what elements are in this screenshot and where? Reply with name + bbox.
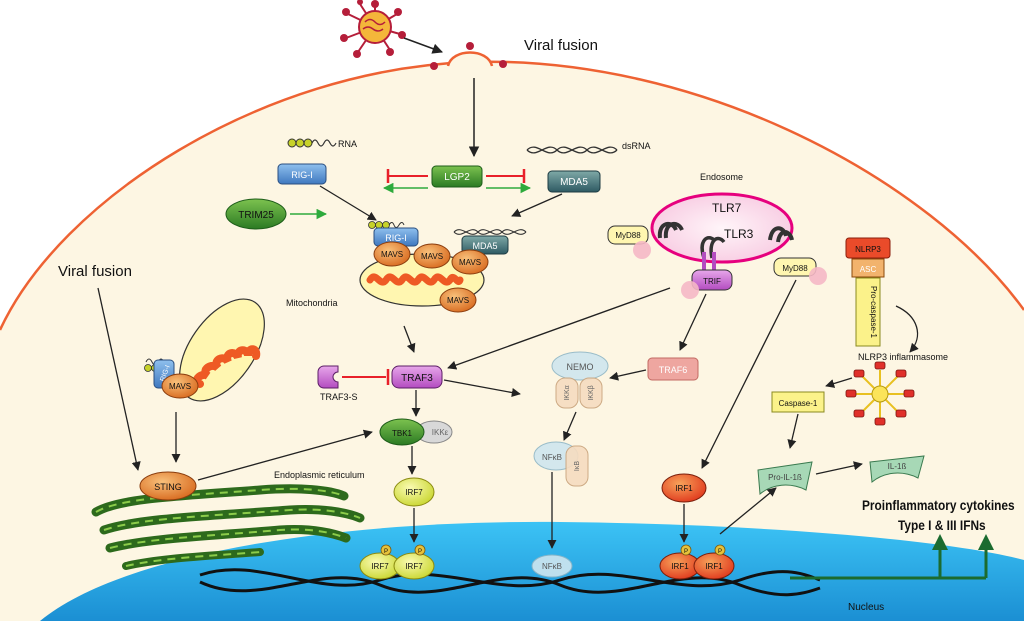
mavs-left-label: MAVS xyxy=(169,382,191,391)
traf3s-label: TRAF3-S xyxy=(320,392,358,402)
traf3s-shape xyxy=(317,365,339,389)
tlr3-label: TLR3 xyxy=(724,227,754,241)
irf7-nuclear-label-1: IRF7 xyxy=(371,562,389,571)
nemo-label: NEMO xyxy=(567,362,594,372)
dsrna-icon xyxy=(526,146,618,154)
lgp2-box xyxy=(431,165,483,188)
ikka-box xyxy=(555,377,579,409)
nlrp3-label: NLRP3 xyxy=(855,245,881,254)
mitochondrion-left xyxy=(179,298,265,402)
nfkb-nuclear-protein xyxy=(531,554,573,578)
myd88-box-right xyxy=(773,257,817,277)
trif-box xyxy=(691,269,733,291)
traf6-label: TRAF6 xyxy=(659,365,688,375)
viral-fusion-top-label: Viral fusion xyxy=(524,37,598,54)
nemo-protein xyxy=(551,351,609,381)
mda5-label: MDA5 xyxy=(560,177,588,188)
ikke-label: IKKε xyxy=(432,428,449,437)
rig-i-box xyxy=(277,163,327,185)
mavs-label-3: MAVS xyxy=(459,258,481,267)
il1b-label: IL-1ß xyxy=(888,462,907,471)
phospho-label-3: P xyxy=(684,549,688,555)
nucleus: Nucleus xyxy=(40,521,1024,621)
mda5-box xyxy=(547,170,601,193)
il1b-shape xyxy=(869,455,925,483)
sting-label: STING xyxy=(154,482,182,492)
myd88-box-left xyxy=(607,225,649,245)
nlrp3-inflammasome-icon xyxy=(845,361,915,426)
inflammasome-label: NLRP3 inflammasome xyxy=(858,352,948,362)
caspase1-label: Caspase-1 xyxy=(779,399,818,408)
pro-il1b-shape xyxy=(757,461,813,495)
irf7-label: IRF7 xyxy=(405,488,423,497)
phospho-label-4: P xyxy=(718,549,722,555)
irf1-protein xyxy=(661,473,707,503)
sting-protein xyxy=(139,471,197,501)
output-arrows xyxy=(790,548,988,580)
rna-icon xyxy=(287,138,337,148)
irf7-nuclear-protein-2 xyxy=(393,552,435,580)
cytokines-line1: Proinflammatory cytokines xyxy=(862,497,1015,513)
viral-fusion-left-label: Viral fusion xyxy=(58,263,132,280)
traf3-label: TRAF3 xyxy=(401,373,433,384)
traf3-box xyxy=(391,365,443,389)
asc-box xyxy=(851,258,885,278)
traf6-box xyxy=(647,357,699,381)
mavs-label-1: MAVS xyxy=(381,250,403,259)
myd88-label-left: MyD88 xyxy=(615,231,641,240)
pro-caspase-box xyxy=(855,277,881,347)
trim25-protein xyxy=(225,198,287,230)
trif-label: TRIF xyxy=(703,277,721,286)
nfkb-nuclear-label: NFκB xyxy=(542,562,562,571)
rig-i-complex-label: RIG-I xyxy=(385,233,407,243)
mavs-protein-3 xyxy=(451,249,489,275)
caspase1-box xyxy=(771,391,825,413)
rna-label: RNA xyxy=(338,139,357,149)
nlrp3-box xyxy=(845,237,891,259)
mitochondria-label: Mitochondria xyxy=(286,298,338,308)
mavs-protein-4 xyxy=(439,287,477,313)
tlr7-label: TLR7 xyxy=(712,201,742,215)
endoplasmic-reticulum xyxy=(91,484,365,570)
virus-particle-icon xyxy=(340,0,406,58)
irf1-nuclear-protein-2 xyxy=(693,552,735,580)
er-label: Endoplasmic reticulum xyxy=(274,470,365,480)
mavs-label-2: MAVS xyxy=(421,252,443,261)
endosome-label: Endosome xyxy=(700,172,743,182)
irf1-nuclear-label-2: IRF1 xyxy=(705,562,723,571)
irf7-nuclear-label-2: IRF7 xyxy=(405,562,423,571)
dsrna-label: dsRNA xyxy=(622,141,651,151)
cytokines-line2: Type I & III IFNs xyxy=(898,517,986,533)
nfkb-label: NFκB xyxy=(542,453,562,462)
tbk1-label: TBK1 xyxy=(392,429,413,438)
pro-il1b-label: Pro-IL-1ß xyxy=(768,473,802,482)
mda5-complex-label: MDA5 xyxy=(472,241,497,251)
mavs-label-4: MAVS xyxy=(447,296,469,305)
ikkb-label: IKKβ xyxy=(588,385,595,400)
mavs-protein-2 xyxy=(413,243,451,269)
irf1-nuclear-label-1: IRF1 xyxy=(671,562,689,571)
myd88-label-right: MyD88 xyxy=(782,264,808,273)
rig-i-label: RIG-I xyxy=(291,170,313,180)
nucleus-label: Nucleus xyxy=(848,602,884,613)
ikka-label: IKKα xyxy=(564,385,571,400)
tbk1-protein xyxy=(379,418,425,446)
ikb-label: IκB xyxy=(574,461,581,471)
phospho-label-1: P xyxy=(384,549,388,555)
lgp2-label: LGP2 xyxy=(444,172,470,183)
endosome xyxy=(650,192,794,264)
phospho-label-2: P xyxy=(418,549,422,555)
mavs-protein-1 xyxy=(373,241,411,267)
ikb-box xyxy=(565,445,589,487)
irf7-protein xyxy=(393,477,435,507)
ikkb-box xyxy=(579,377,603,409)
mavs-left-protein xyxy=(161,373,199,399)
asc-label: ASC xyxy=(860,265,877,274)
pro-caspase-label: Pro-caspase-1 xyxy=(869,286,878,339)
mda5-complex-box xyxy=(461,235,509,255)
trim25-label: TRIM25 xyxy=(238,210,274,221)
irf1-label: IRF1 xyxy=(675,484,693,493)
